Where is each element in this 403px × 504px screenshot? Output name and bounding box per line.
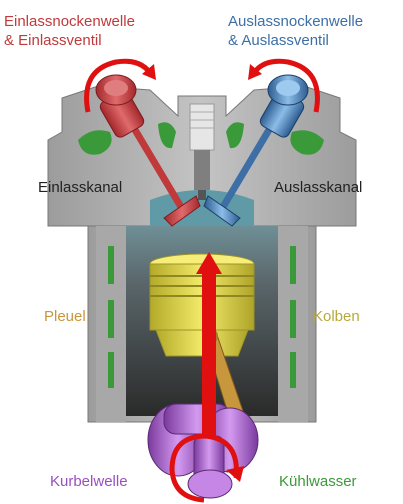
crankshaft-label: Kurbelwelle [50,473,128,490]
intake-rotation-arrow [84,58,156,113]
piston-label: Kolben [313,308,360,325]
exhaust-valve [203,90,305,227]
exhaust-camshaft-label-line-1: Auslassnockenwelle [228,13,364,30]
crank-rotation-arrow [169,433,244,503]
intake-port-label: Einlasskanal [38,179,123,196]
coolant-passages [78,122,324,388]
intake-camshaft-label-line-2: & Einlassventil [4,32,102,49]
exhaust-rotation-arrow [248,58,320,113]
exhaust-camshaft-label-line-2: & Auslassventil [228,32,329,49]
connecting-rod-label: Pleuel [44,308,86,325]
piston-motion-arrow [196,252,222,438]
coolant-label: Kühlwasser [279,473,357,490]
exhaust-port-label: Auslasskanal [274,179,363,196]
exhaust-camshaft-label: Auslassnockenwelle & Auslassventil [228,12,363,50]
spark-plug [189,103,215,200]
exhaust-camshaft [267,74,309,106]
intake-camshaft-label-line-1: Einlassnockenwelle [4,13,135,30]
intake-camshaft-label: Einlassnockenwelle & Einlassventil [4,12,135,50]
intake-camshaft [95,74,137,106]
